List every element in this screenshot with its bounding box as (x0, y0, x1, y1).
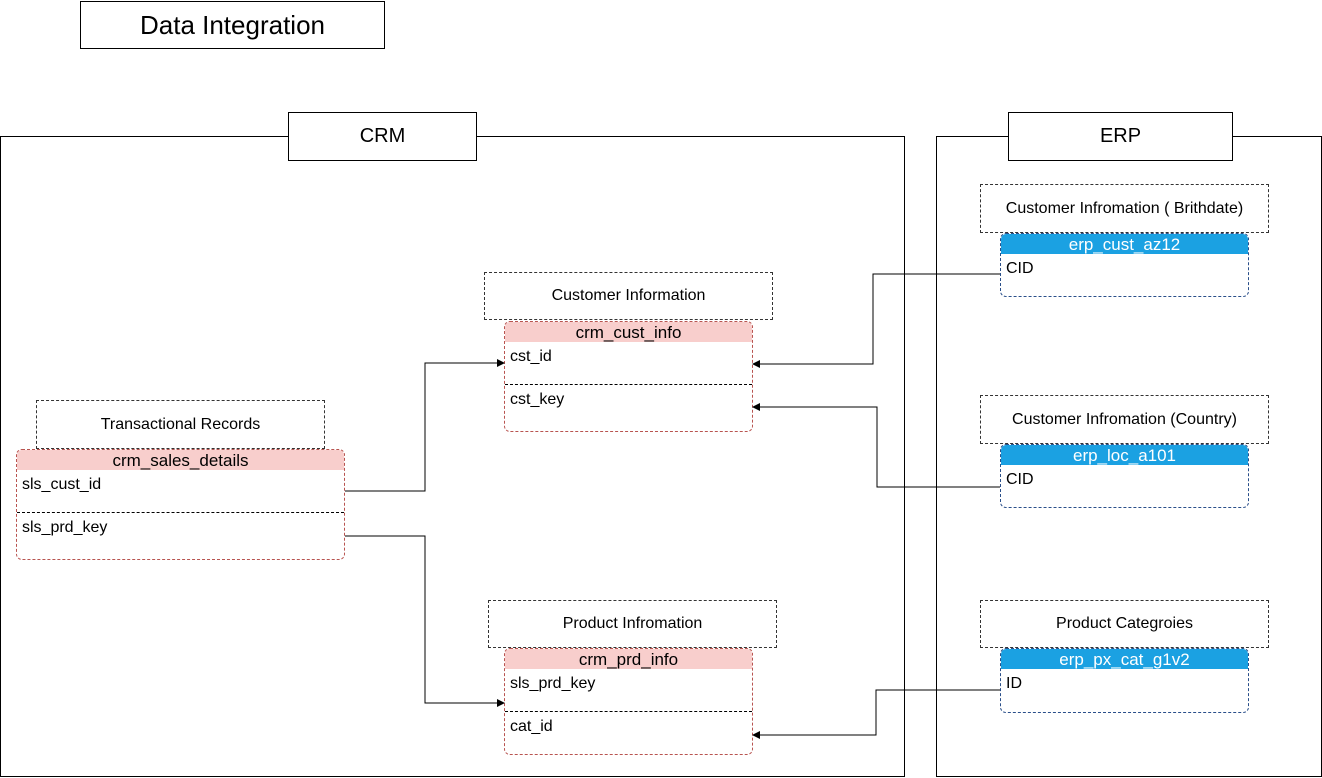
table-header: erp_px_cat_g1v2 (1001, 649, 1248, 669)
crm-cust-info-table[interactable]: crm_cust_info cst_id cst_key (504, 321, 753, 432)
erp-cust-az12-table[interactable]: erp_cust_az12 CID (1000, 233, 1249, 297)
cust-az12-caption: Customer Infromation ( Brithdate) (980, 184, 1269, 233)
field-cat-id: cat_id (505, 711, 752, 753)
sales-caption: Transactional Records (36, 400, 325, 449)
crm-prd-info-table[interactable]: crm_prd_info sls_prd_key cat_id (504, 648, 753, 755)
cust-caption: Customer Information (484, 272, 773, 320)
table-header: crm_prd_info (505, 649, 752, 669)
link-cust-az12-to-cust-info (752, 273, 1000, 368)
field-id: ID (1006, 675, 1022, 692)
table-header: erp_cust_az12 (1001, 234, 1248, 254)
link-px-cat-to-prd-info (752, 689, 1000, 739)
field-cid: CID (1006, 471, 1034, 488)
erp-loc-a101-table[interactable]: erp_loc_a101 CID (1000, 444, 1249, 508)
table-header: crm_cust_info (505, 322, 752, 342)
field-cst-key: cst_key (505, 384, 752, 426)
px-cat-caption: Product Categroies (980, 600, 1269, 648)
crm-group-label: CRM (288, 112, 477, 161)
diagram-title: Data Integration (80, 1, 385, 49)
field-sls-cust-id: sls_cust_id (22, 476, 102, 493)
link-sales-prd-to-prd-info (345, 535, 505, 707)
erp-px-cat-g1v2-table[interactable]: erp_px_cat_g1v2 ID (1000, 648, 1249, 713)
table-header: crm_sales_details (17, 450, 344, 470)
field-cid: CID (1006, 260, 1034, 277)
crm-sales-details-table[interactable]: crm_sales_details sls_cust_id sls_prd_ke… (16, 449, 345, 560)
field-cst-id: cst_id (510, 348, 552, 365)
loc-a101-caption: Customer Infromation (Country) (980, 395, 1269, 444)
table-header: erp_loc_a101 (1001, 445, 1248, 465)
link-loc-a101-to-cust-info (752, 403, 1000, 488)
link-sales-cust-to-cust-info (345, 359, 505, 492)
field-sls-prd-key: sls_prd_key (17, 512, 344, 554)
erp-group-label: ERP (1008, 112, 1233, 161)
field-sls-prd-key: sls_prd_key (510, 675, 596, 692)
prd-caption: Product Infromation (488, 600, 777, 648)
